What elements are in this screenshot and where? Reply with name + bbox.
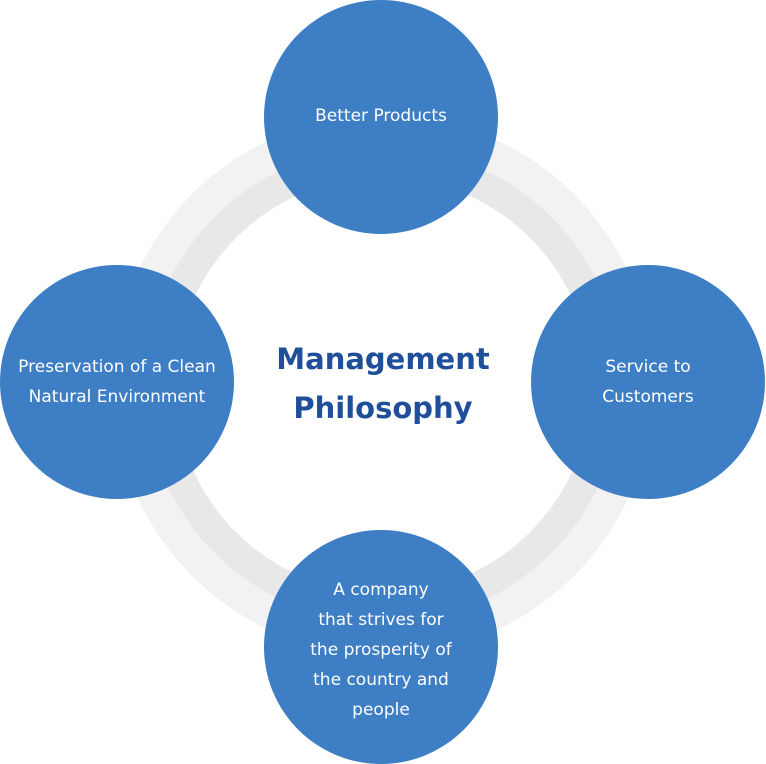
node-label-line: Better Products xyxy=(315,106,447,126)
node-clean-environment: Preservation of a Clean Natural Environm… xyxy=(0,265,234,499)
node-label-line: Service to xyxy=(605,357,691,377)
node-company-prosperity-label: A company that strives for the prosperit… xyxy=(310,575,451,725)
node-service-to-customers-label: Service to Customers xyxy=(602,352,693,412)
node-label-line: A company xyxy=(333,580,429,600)
node-label-line: people xyxy=(352,700,410,720)
node-label-line: that strives for xyxy=(318,610,444,630)
node-label-line: the country and xyxy=(313,670,449,690)
node-label-line: Natural Environment xyxy=(28,387,206,407)
center-title-line-2: Philosophy xyxy=(293,391,473,425)
node-service-to-customers: Service to Customers xyxy=(531,265,765,499)
node-company-prosperity: A company that strives for the prosperit… xyxy=(264,530,498,764)
node-better-products: Better Products xyxy=(264,0,498,234)
center-title: Management Philosophy xyxy=(233,335,533,433)
node-label-line: Preservation of a Clean xyxy=(18,357,216,377)
node-better-products-label: Better Products xyxy=(315,101,447,131)
node-label-line: Customers xyxy=(602,387,694,407)
center-title-line-1: Management xyxy=(276,342,490,376)
node-clean-environment-label: Preservation of a Clean Natural Environm… xyxy=(18,352,216,412)
node-label-line: the prosperity of xyxy=(310,640,452,660)
